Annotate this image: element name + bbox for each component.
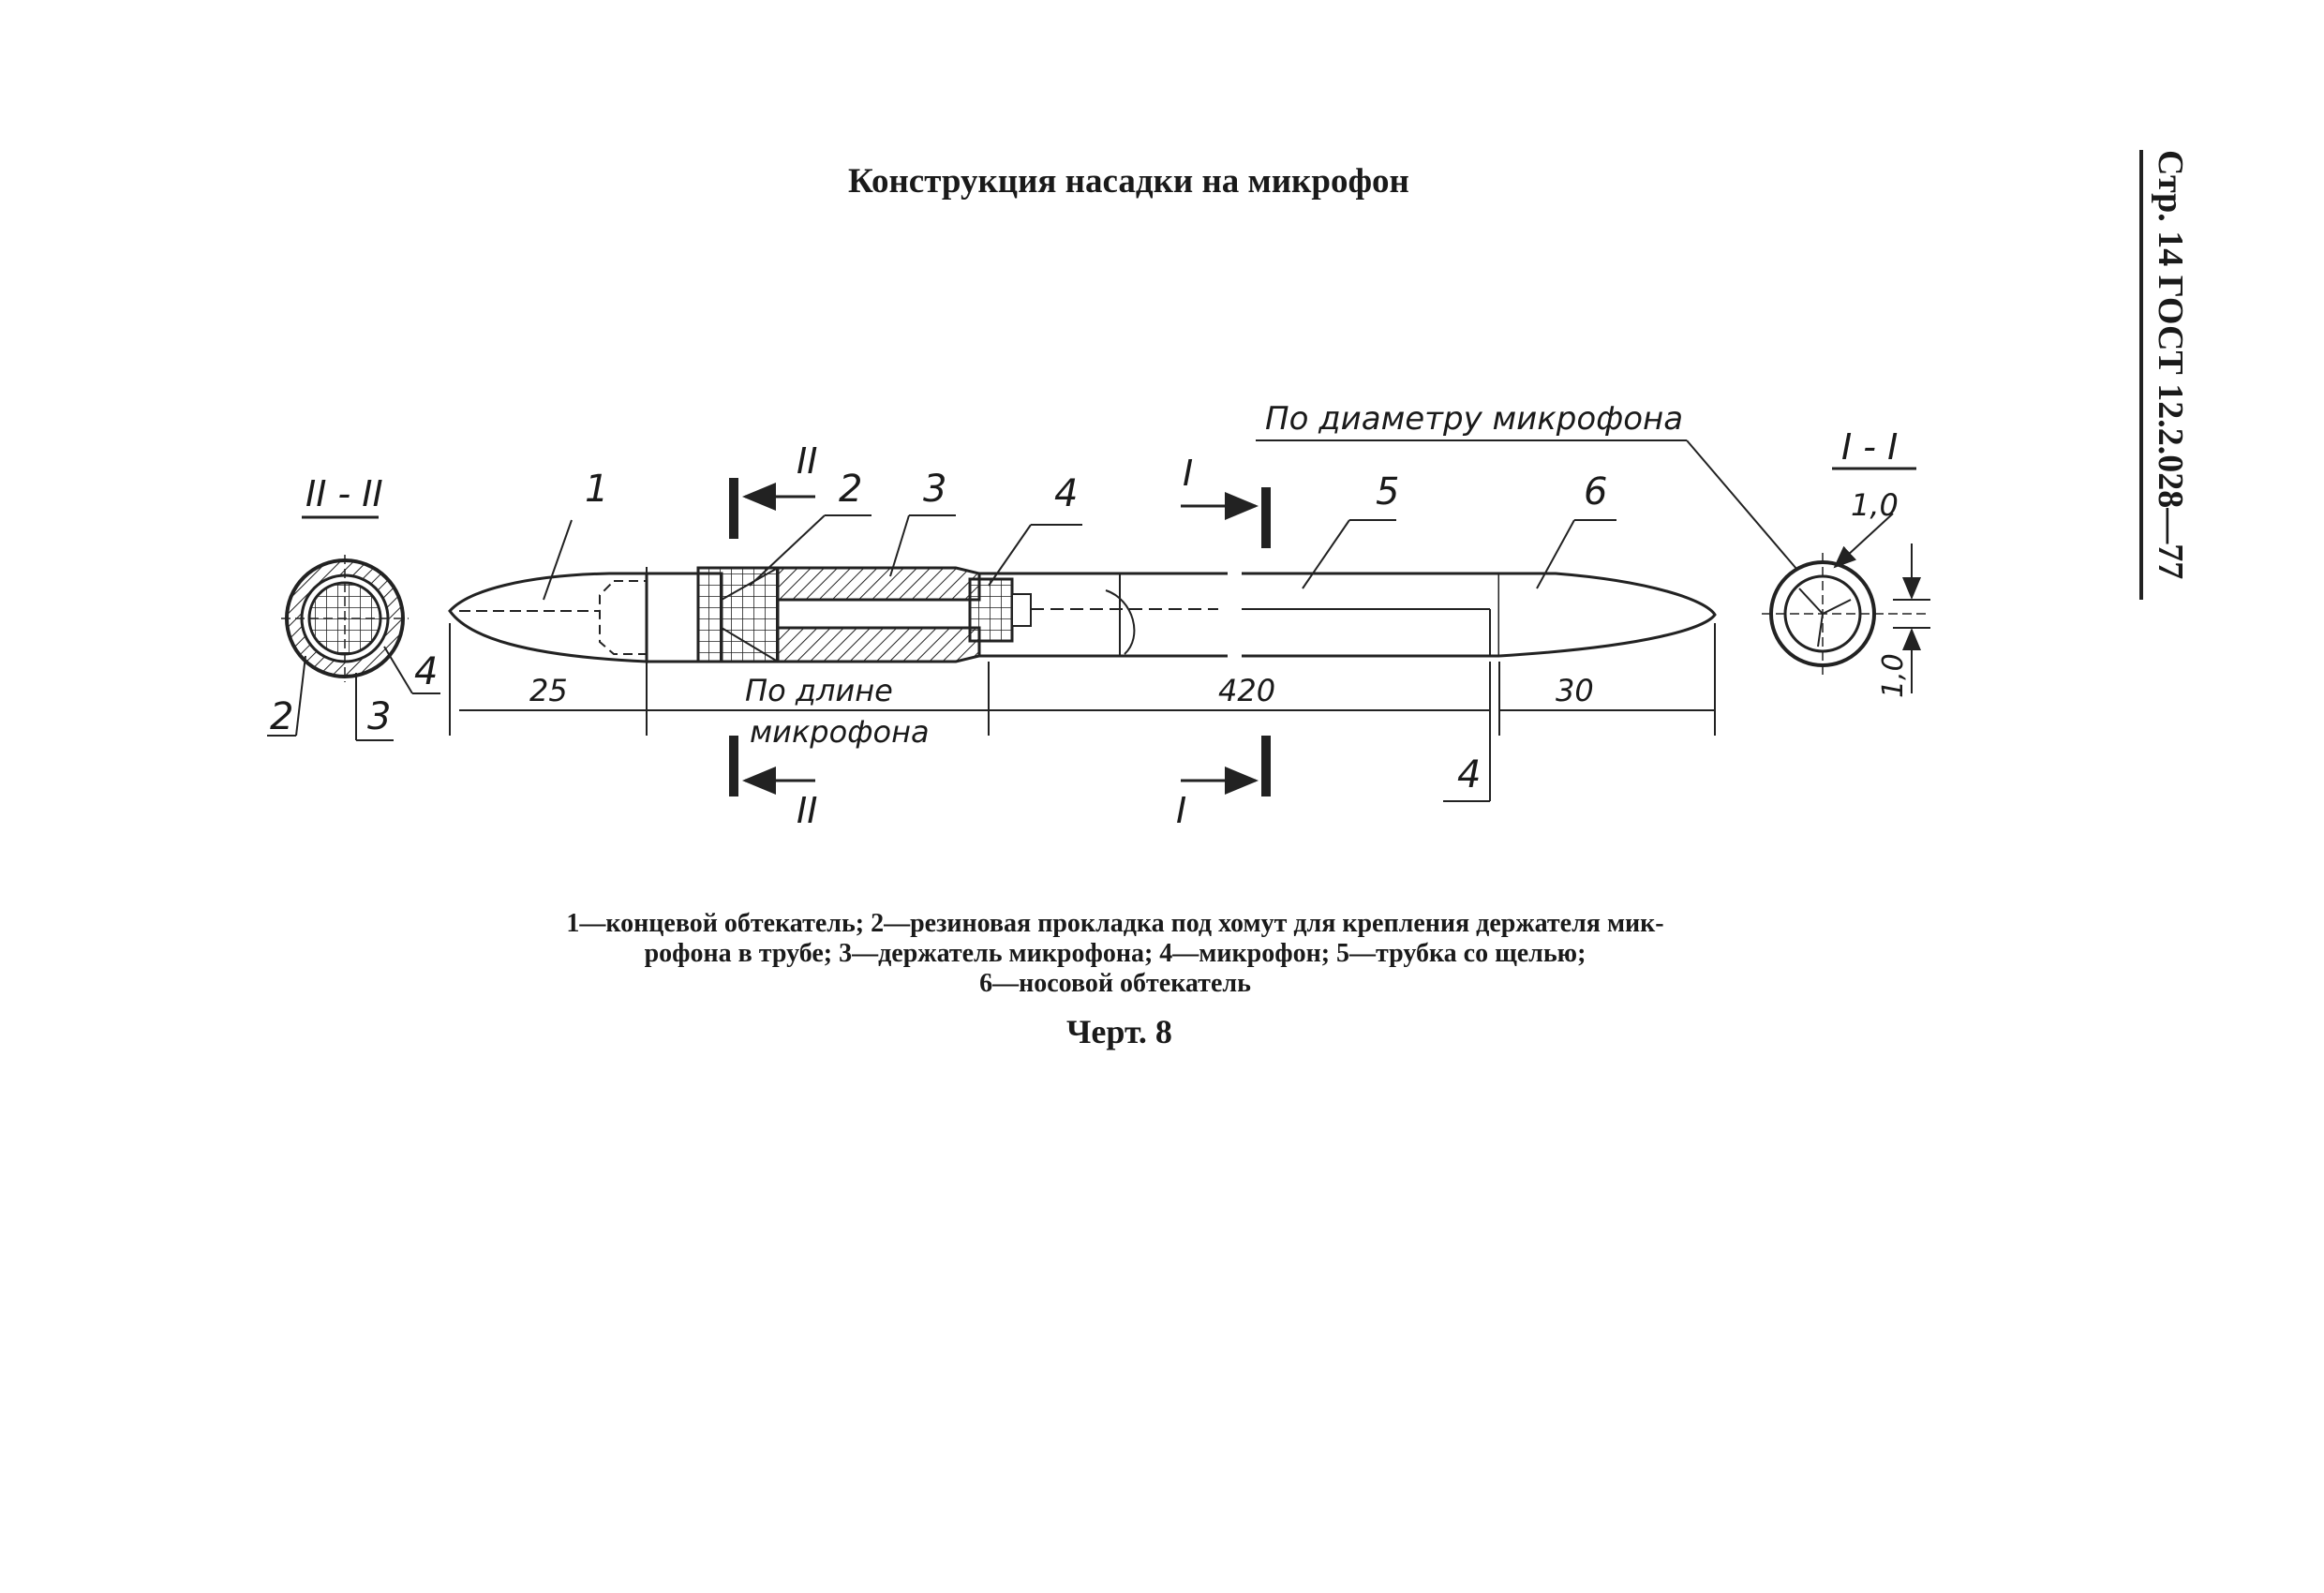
part-5-label: 5 (1376, 470, 1399, 514)
dim-part-4: 4 (1457, 753, 1481, 796)
section-II-part-2: 2 (270, 695, 293, 738)
part-leaders: 1 2 3 4 5 6 (543, 468, 1616, 601)
legend-line-3: 6—носовой обтекатель (979, 969, 1251, 998)
nozzle-body (448, 566, 1717, 667)
section-II-part-3: 3 (367, 695, 391, 738)
dim-slot-width: 1,0 (1851, 487, 1899, 523)
dim-length-1: По длине (745, 673, 893, 708)
page-title: Конструкция насадки на микрофон (848, 162, 1409, 201)
legend-line-2: рофона в трубе; 3—держатель микрофона; 4… (644, 939, 1587, 968)
section-II-part-4: 4 (414, 650, 438, 693)
dim-30: 30 (1556, 673, 1594, 708)
part-1-label: 1 (585, 468, 608, 511)
dim-420: 420 (1218, 673, 1275, 708)
leader-diameter-label: По диаметру микрофона (1265, 400, 1683, 438)
cut-I-bottom: I (1176, 736, 1271, 831)
cut-I-top-label: I (1183, 453, 1193, 494)
cut-II-top-label: II (797, 440, 817, 482)
part-3-label: 3 (923, 468, 946, 511)
legend-line-1: 1—концевой обтекатель; 2—резиновая прокл… (566, 909, 1664, 938)
dim-25: 25 (529, 673, 568, 708)
cut-II-bottom: II (729, 736, 817, 831)
part-6-label: 6 (1584, 470, 1607, 514)
section-II-II: II - II 2 3 4 (267, 473, 440, 741)
cut-II-top: II (729, 440, 817, 539)
header-rule (2139, 150, 2143, 600)
dimensions: 25 По длине микрофона 420 30 4 (449, 623, 1716, 802)
cut-I-top: I (1181, 453, 1271, 548)
dim-length-2: микрофона (750, 714, 930, 750)
section-II-label: II - II (305, 473, 383, 514)
figure-caption: Черт. 8 (1066, 1013, 1172, 1050)
part-2-label: 2 (839, 468, 862, 511)
part-4-label: 4 (1054, 472, 1078, 515)
legend: 1—концевой обтекатель; 2—резиновая прокл… (440, 909, 1790, 999)
dim-slot-height: 1,0 (1877, 653, 1910, 698)
section-I-label: I - I (1841, 426, 1898, 468)
cut-II-bottom-label: II (797, 790, 817, 831)
cut-I-bottom-label: I (1176, 790, 1186, 831)
section-I-I: По диаметру микрофона I - I 1,0 1,0 (1256, 400, 1930, 698)
